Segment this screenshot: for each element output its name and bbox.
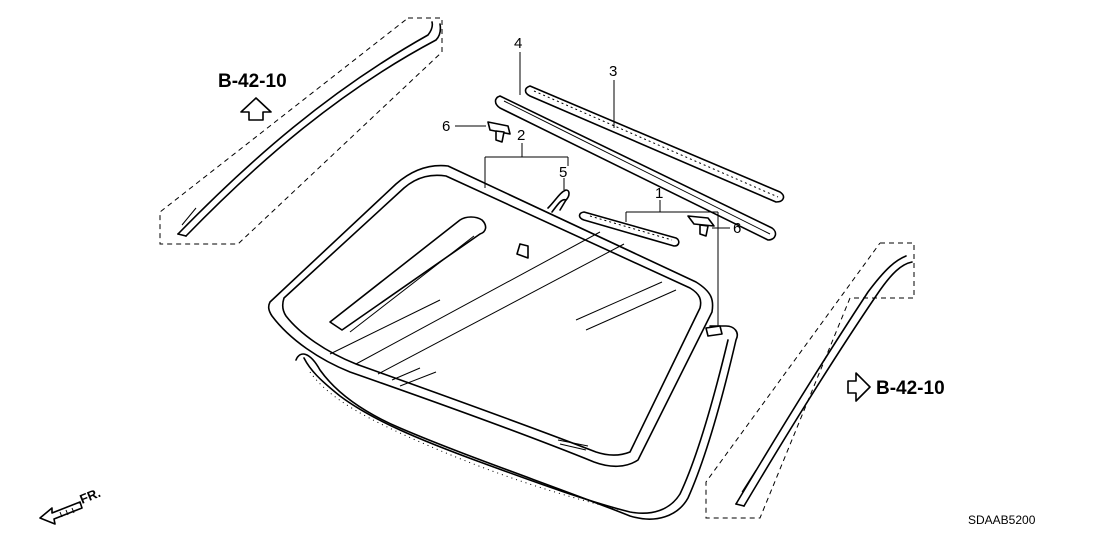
dam-corner-piece bbox=[705, 325, 723, 337]
reference-label-right: B-42-10 bbox=[876, 378, 945, 399]
windshield-dam-rubber bbox=[295, 325, 739, 520]
spring-clip-part-5 bbox=[547, 189, 570, 213]
reference-label-upper: B-42-10 bbox=[218, 71, 287, 92]
a-pillar-molding-right bbox=[705, 242, 915, 519]
leader-bracket-2 bbox=[484, 143, 569, 188]
callout-5: 5 bbox=[559, 164, 567, 181]
upper-molding-part-3 bbox=[524, 85, 785, 203]
windshield-glass-part-2 bbox=[267, 164, 714, 468]
sensor-strip-part-1 bbox=[578, 211, 680, 247]
callout-6-right: 6 bbox=[733, 220, 741, 237]
diagram-code: SDAAB5200 bbox=[968, 513, 1036, 527]
a-pillar-molding-left bbox=[159, 17, 443, 245]
callout-4: 4 bbox=[514, 35, 522, 52]
leader-bracket-1 bbox=[625, 200, 719, 326]
callout-6-left: 6 bbox=[442, 118, 450, 135]
front-direction-label: FR. bbox=[78, 485, 103, 507]
up-arrow-icon bbox=[240, 97, 272, 121]
upper-seal-part-4 bbox=[494, 95, 777, 241]
callout-3: 3 bbox=[609, 63, 617, 80]
clip-part-6-left bbox=[487, 121, 511, 143]
right-arrow-icon bbox=[847, 372, 871, 402]
callout-2: 2 bbox=[517, 127, 525, 144]
front-direction-arrow-icon bbox=[39, 501, 83, 525]
clip-part-6-right bbox=[687, 215, 715, 237]
callout-1: 1 bbox=[655, 185, 663, 202]
